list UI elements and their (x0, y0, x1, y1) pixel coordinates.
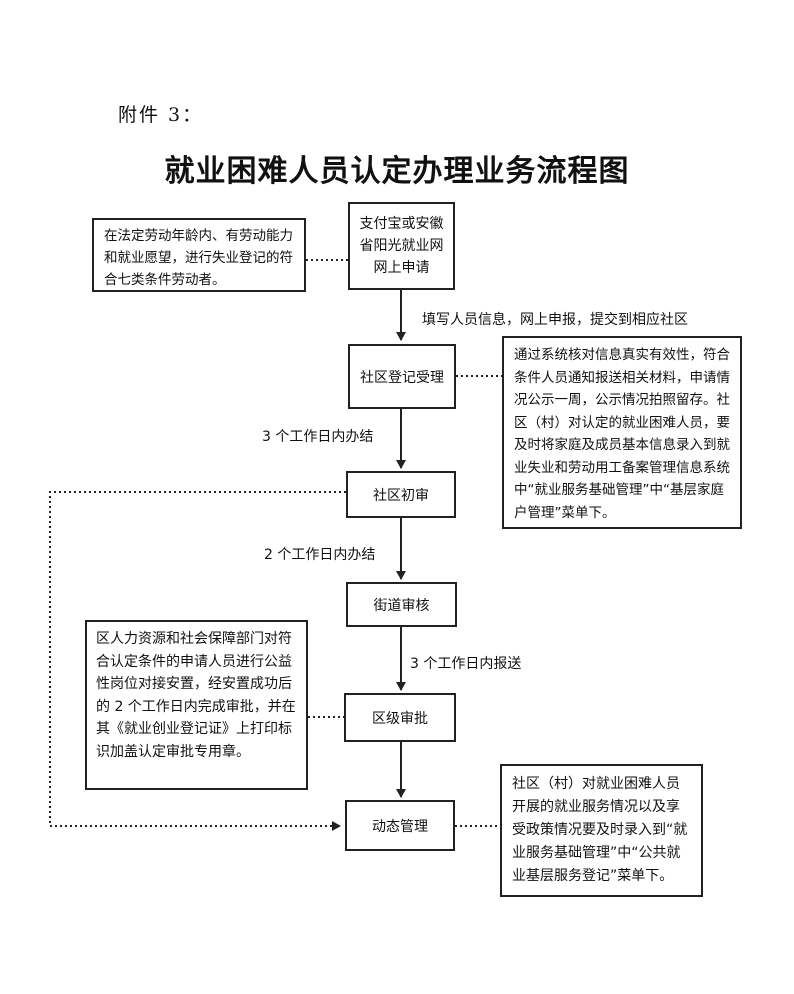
edge-label-2-days-complete: 2 个工作日内办结 (264, 547, 376, 563)
step-dynamic-management: 动态管理 (345, 800, 455, 851)
feedback-line (49, 491, 346, 831)
step-community-register: 社区登记受理 (348, 344, 456, 409)
edge-label-submit: 填写人员信息，网上申报，提交到相应社区 (422, 312, 688, 328)
step-online-apply: 支付宝或安徽省阳光就业网网上申请 (348, 202, 455, 290)
step-street-review: 街道审核 (346, 582, 457, 627)
edge-label-3-days-complete: 3 个工作日内办结 (262, 429, 374, 445)
note-dynamic-management: 社区（村）对就业困难人员开展的就业服务情况以及享受政策情况要及时录入到“就业服务… (500, 764, 703, 897)
note-applicant-conditions: 在法定劳动年龄内、有劳动能力和就业愿望，进行失业登记的符合七类条件劳动者。 (92, 218, 306, 292)
page-title: 就业困难人员认定办理业务流程图 (164, 154, 630, 189)
note-district-approval: 区人力资源和社会保障部门对符合认定条件的申请人员进行公益性岗位对接安置，经安置成… (85, 620, 308, 790)
step-district-approval: 区级审批 (344, 693, 456, 742)
step-community-initial-review: 社区初审 (346, 471, 456, 518)
attachment-label: 附件 3： (118, 104, 204, 126)
note-registration-details: 通过系统核对信息真实有效性，符合条件人员通知报送相关材料，申请情况公示一周，公示… (502, 336, 742, 529)
edge-label-3-days-submit: 3 个工作日内报送 (410, 656, 522, 672)
